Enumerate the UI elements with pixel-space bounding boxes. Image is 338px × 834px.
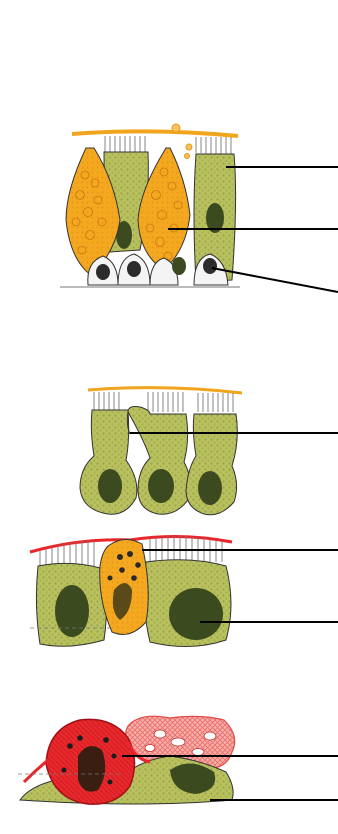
cell-nucleus <box>169 588 223 640</box>
cilia-row <box>94 392 233 412</box>
mucus-droplet <box>185 154 190 159</box>
basal-nucleus <box>203 258 217 274</box>
cell-nucleus <box>148 469 174 503</box>
mucus-surface <box>72 131 238 136</box>
mucus-droplet <box>186 144 192 150</box>
basal-nucleus <box>127 261 141 277</box>
cell-nucleus <box>55 585 89 637</box>
panel-3 <box>30 536 338 647</box>
mucus-surface <box>88 388 242 393</box>
panel-4 <box>18 716 338 804</box>
basal-nucleus <box>96 264 110 280</box>
panel-1 <box>60 124 338 292</box>
cell-nucleus <box>198 471 222 505</box>
basal-nucleus <box>172 257 186 275</box>
mucus-droplet <box>172 124 180 132</box>
panel-2 <box>80 388 338 515</box>
cell-nucleus <box>98 469 122 503</box>
